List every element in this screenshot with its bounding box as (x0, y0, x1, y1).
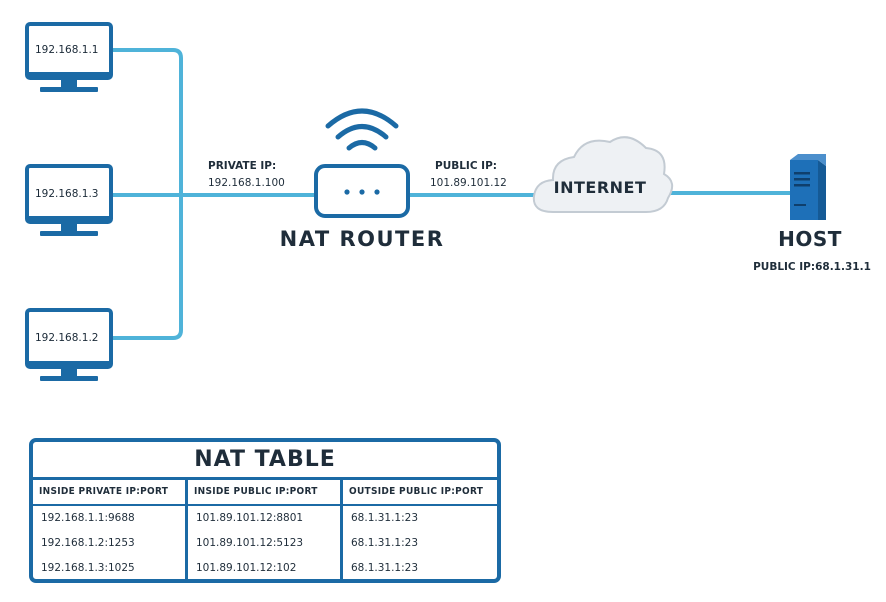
nat-cell: 68.1.31.1:23 (351, 512, 418, 524)
internet-label: INTERNET (554, 178, 647, 197)
nat-cell: 101.89.101.12:102 (196, 562, 297, 574)
computer-ip-label: 192.168.1.3 (35, 188, 98, 200)
nat-header: INSIDE PRIVATE IP:PORT (33, 480, 185, 506)
nat-column-inside-public: INSIDE PUBLIC IP:PORT 101.89.101.12:8801… (188, 480, 343, 579)
nat-cell: 192.168.1.1:9688 (41, 512, 135, 524)
computer-ip-label: 192.168.1.2 (35, 332, 98, 344)
public-ip-value: 101.89.101.12 (430, 177, 507, 189)
nat-table-body: INSIDE PRIVATE IP:PORT 192.168.1.1:9688 … (33, 480, 497, 579)
nat-cell: 68.1.31.1:23 (351, 562, 418, 574)
host-public-ip: PUBLIC IP:68.1.31.1 (753, 261, 871, 273)
nat-cell: 101.89.101.12:5123 (196, 537, 304, 549)
computer-2[interactable]: 192.168.1.2 (25, 308, 113, 381)
computer-ip-label: 192.168.1.1 (35, 44, 98, 56)
nat-column-outside-public: OUTSIDE PUBLIC IP:PORT 68.1.31.1:23 68.1… (343, 480, 497, 579)
nat-router[interactable]: NAT ROUTER (280, 108, 445, 251)
nat-table: NAT TABLE INSIDE PRIVATE IP:PORT 192.168… (29, 438, 501, 583)
private-ip-value: 192.168.1.100 (208, 177, 285, 189)
nat-column-inside-private: INSIDE PRIVATE IP:PORT 192.168.1.1:9688 … (33, 480, 188, 579)
computer-3[interactable]: 192.168.1.3 (25, 164, 113, 236)
server-icon (790, 154, 826, 220)
nat-cell: 192.168.1.3:1025 (41, 562, 135, 574)
monitor-icon (25, 308, 113, 381)
nat-table-title: NAT TABLE (33, 442, 497, 480)
private-ip-label: PRIVATE IP: (208, 160, 276, 172)
internet-cloud[interactable]: INTERNET (532, 136, 674, 213)
host[interactable]: HOST PUBLIC IP:68.1.31.1 (753, 154, 871, 273)
host-label: HOST (778, 227, 842, 251)
router-icon (314, 164, 410, 218)
computer-1[interactable]: 192.168.1.1 (25, 22, 113, 92)
public-ip-label: PUBLIC IP: (435, 160, 497, 172)
connection-lines (108, 48, 792, 340)
monitor-icon (25, 164, 113, 236)
nat-header: INSIDE PUBLIC IP:PORT (188, 480, 340, 506)
router-label: NAT ROUTER (280, 227, 445, 251)
nat-header: OUTSIDE PUBLIC IP:PORT (343, 480, 497, 506)
monitor-icon (25, 22, 113, 92)
wifi-icon (325, 108, 399, 151)
nat-cell: 101.89.101.12:8801 (196, 512, 304, 524)
cloud-icon (532, 136, 674, 213)
nat-cell: 68.1.31.1:23 (351, 537, 418, 549)
nat-cell: 192.168.1.2:1253 (41, 537, 135, 549)
